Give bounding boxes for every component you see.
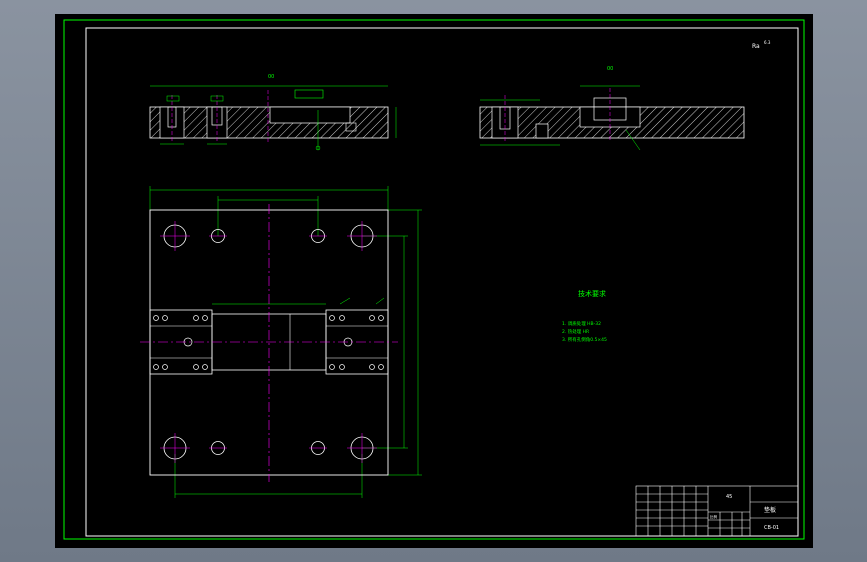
title-block (635, 485, 799, 537)
title-block-drawing-number: CB-01 (764, 525, 779, 531)
outer-border (63, 19, 805, 540)
inner-frame (85, 27, 799, 537)
drawing-sheet (55, 14, 813, 548)
title-block-material: 45 (726, 494, 732, 500)
front-view-top-label: 00 (268, 74, 274, 80)
tech-req-title: 技术要求 (578, 289, 606, 298)
side-view-top-label: 00 (607, 66, 613, 72)
plan-view (140, 186, 422, 498)
technical-requirements: 技术要求 1. 调质处理 HB-32 2. 热处理 HR 3. 所有孔倒角0.5… (562, 289, 607, 343)
front-body (149, 106, 389, 139)
tech-req-item-3: 3. 所有孔倒角0.5×45 (562, 336, 607, 343)
sheet-label: Ra (752, 43, 760, 50)
title-block-part-name: 垫板 (764, 506, 776, 514)
bolt-hole-icon (153, 315, 384, 370)
front-section-view: 00 (149, 74, 397, 151)
tech-req-item-2: 2. 热处理 HR (562, 328, 589, 335)
sheet-label-sup: 6.3 (764, 40, 771, 45)
title-block-scale-label: 比例 (710, 514, 718, 519)
tech-req-item-1: 1. 调质处理 HB-32 (562, 320, 601, 327)
side-section-view: 00 (479, 66, 745, 151)
